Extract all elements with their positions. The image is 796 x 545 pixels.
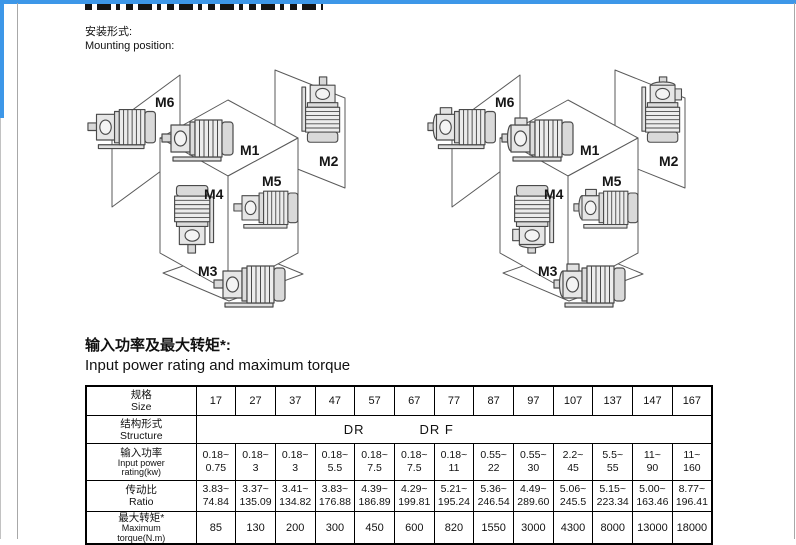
ratio-row-cell: 3.41~134.82: [274, 480, 316, 512]
torque-row-cell: 8000: [592, 511, 634, 545]
size-row-cell: 67: [393, 385, 435, 416]
m4-label: M4: [204, 186, 224, 202]
torque-row-cell: 18000: [671, 511, 713, 545]
power-row-cell: 0.18~5.5: [314, 443, 356, 481]
size-row-cell: 87: [473, 385, 514, 416]
power-row-cell: 0.55~22: [473, 443, 514, 481]
clipped-page-title-fragment: [85, 4, 323, 10]
power-row-cell: 0.18~7.5: [393, 443, 435, 481]
top-accent-bar: [0, 0, 796, 4]
ratio-row-cell: 8.77~196.41: [671, 480, 713, 512]
size-row-cell: 137: [592, 385, 634, 416]
ratio-row-cell: 5.36~246.54: [473, 480, 514, 512]
size-row-cell: 47: [314, 385, 356, 416]
power-row-cell: 0.18~3: [235, 443, 276, 481]
torque-row-cell: 130: [235, 511, 276, 545]
ratio-row-cell: 5.00~163.46: [632, 480, 673, 512]
motor-m6-icon: [87, 109, 156, 150]
left-accent-bar: [0, 0, 4, 118]
m1-label: M1: [240, 142, 260, 158]
torque-row-cell: 450: [354, 511, 395, 545]
power-row-cell: 0.18~7.5: [354, 443, 395, 481]
size-row-cell: 17: [195, 385, 237, 416]
m4-label: M4: [544, 186, 564, 202]
section-title-zh: 输入功率及最大转矩*:: [85, 337, 231, 354]
m5-label: M5: [262, 173, 282, 189]
size-row-cell: 97: [513, 385, 554, 416]
power-row-cell: 0.55~30: [513, 443, 554, 481]
power-row-cell: 2.2~45: [552, 443, 594, 481]
motor-m6-icon: [427, 107, 496, 150]
m2-label: M2: [319, 153, 339, 169]
size-row-cell: 147: [632, 385, 673, 416]
m3-label: M3: [538, 263, 558, 279]
torque-row-cell: 200: [274, 511, 316, 545]
power-row-cell: 11~90: [632, 443, 673, 481]
page-left-edge: [0, 118, 1, 539]
torque-row-cell: 85: [195, 511, 237, 545]
ratio-row-cell: 5.15~223.34: [592, 480, 634, 512]
ratio-row-cell: 5.06~245.5: [552, 480, 594, 512]
size-row-cell: 77: [433, 385, 475, 416]
section-title-en: Input power rating and maximum torque: [85, 357, 351, 374]
size-row-cell: 107: [552, 385, 594, 416]
size-row-cell: 167: [671, 385, 713, 416]
mounting-diagram-left: M6 M1 M2 M4 M5 M3: [85, 60, 355, 325]
torque-row-cell: 3000: [513, 511, 554, 545]
m6-label: M6: [495, 94, 515, 110]
power-row-cell: 0.18~11: [433, 443, 475, 481]
m2-label: M2: [659, 153, 679, 169]
ratio-row-label: 传动比 Ratio: [85, 480, 197, 512]
power-row-cell: 0.18~3: [274, 443, 316, 481]
ratio-row-cell: 4.29~199.81: [393, 480, 435, 512]
mounting-position-label-zh: 安装形式:: [85, 26, 133, 38]
m3-label: M3: [198, 263, 218, 279]
page-border: [17, 3, 795, 539]
m5-label: M5: [602, 173, 622, 189]
mounting-diagram-left-svg: M6 M1 M2 M4 M5 M3: [87, 69, 346, 308]
motor-m3-icon: [553, 263, 626, 308]
mounting-position-label-en: Mounting position:: [85, 40, 175, 52]
power-row-cell: 0.18~0.75: [195, 443, 237, 481]
motor-m3-icon: [213, 265, 286, 308]
power-row-cell: 5.5~55: [592, 443, 634, 481]
torque-row-cell: 300: [314, 511, 356, 545]
size-row-cell: 27: [235, 385, 276, 416]
structure-row-label: 结构形式 Structure: [85, 415, 197, 444]
structure-row: 结构形式 Structure DR DR F: [85, 415, 713, 444]
structure-value-drf: DR F: [419, 422, 454, 437]
m6-label: M6: [155, 94, 175, 110]
m1-label: M1: [580, 142, 600, 158]
mounting-diagram-right: M6 M1 M2 M4 M5 M3: [425, 60, 695, 325]
section-title: 输入功率及最大转矩*: Input power rating and maxim…: [85, 336, 350, 376]
power-row-label: 输入功率 Input power rating(kw): [85, 443, 197, 481]
ratio-row-cell: 4.39~186.89: [354, 480, 395, 512]
size-row-cell: 37: [274, 385, 316, 416]
ratio-row-cell: 3.83~176.88: [314, 480, 356, 512]
power-row-cell: 11~160: [671, 443, 713, 481]
mounting-position-label: 安装形式: Mounting position:: [85, 25, 174, 53]
ratio-row-cell: 3.83~74.84: [195, 480, 237, 512]
torque-row-cell: 4300: [552, 511, 594, 545]
size-row-label: 规格 Size: [85, 385, 197, 416]
size-row-cell: 57: [354, 385, 395, 416]
ratio-row-cell: 4.49~289.60: [513, 480, 554, 512]
mounting-diagram-right-svg: M6 M1 M2 M4 M5 M3: [427, 69, 686, 308]
torque-row-cell: 1550: [473, 511, 514, 545]
torque-row-cell: 820: [433, 511, 475, 545]
structure-value-dr: DR: [343, 422, 365, 437]
structure-value-cell: DR DR F: [195, 415, 713, 444]
torque-row-cell: 13000: [632, 511, 673, 545]
torque-row-label: 最大转矩* Maximum torque(N.m): [85, 511, 197, 545]
torque-row-cell: 600: [393, 511, 435, 545]
ratio-row-cell: 3.37~135.09: [235, 480, 276, 512]
ratio-row-cell: 5.21~195.24: [433, 480, 475, 512]
